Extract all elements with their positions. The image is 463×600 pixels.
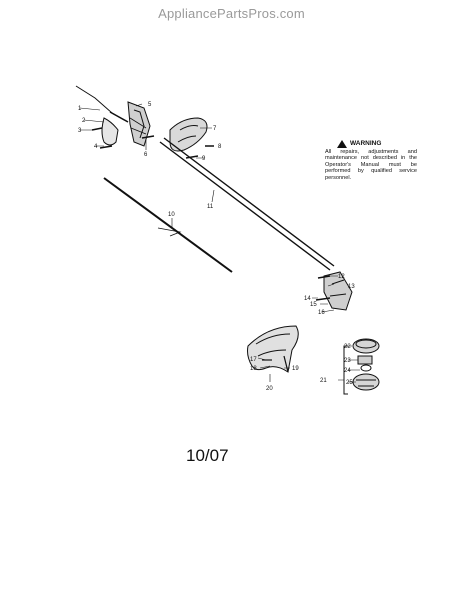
trimmer-head-base-25 — [352, 373, 380, 391]
callout-24: 24 — [344, 368, 351, 374]
callout-8: 8 — [218, 144, 222, 150]
callout-13: 13 — [348, 284, 355, 290]
flex-drive-cable — [103, 177, 233, 273]
warning-triangle-icon — [337, 140, 347, 148]
gearhead-bolt-12 — [317, 275, 331, 279]
callout-19: 19 — [292, 366, 299, 372]
callout-22: 22 — [344, 344, 351, 350]
warning-title: WARNING — [350, 139, 382, 147]
warning-notice: WARNING All repairs, adjustments and mai… — [325, 140, 417, 181]
callout-4: 4 — [94, 144, 98, 150]
throttle-cable-end — [109, 111, 129, 123]
callout-20: 20 — [266, 386, 273, 392]
callout-11: 11 — [207, 204, 214, 210]
callout-18: 18 — [250, 366, 257, 372]
callout-3: 3 — [78, 128, 82, 134]
callout-14: 14 — [304, 296, 311, 302]
callout-5: 5 — [148, 102, 152, 108]
handle-housing-left — [101, 117, 119, 146]
throttle-cable — [75, 85, 125, 121]
trimmer-spring-24 — [360, 364, 372, 372]
callout-21: 21 — [320, 378, 327, 384]
trimmer-spool-23 — [357, 355, 373, 365]
callout-12: 12 — [338, 274, 345, 280]
callout-6: 6 — [144, 152, 148, 158]
callout-10: 10 — [168, 212, 175, 218]
warning-text: All repairs, adjustments and maintenance… — [325, 149, 417, 181]
screw-4 — [99, 145, 113, 149]
watermark: AppliancePartsPros.com — [158, 6, 305, 21]
callout-25: 25 — [346, 380, 353, 386]
shield-blade-19 — [283, 355, 289, 373]
screw-6 — [141, 135, 155, 139]
callout-15: 15 — [310, 302, 317, 308]
callout-16: 16 — [318, 310, 325, 316]
callout-17: 17 — [250, 357, 257, 363]
callout-23: 23 — [344, 358, 351, 364]
date-code: 10/07 — [186, 446, 229, 465]
callout-1: 1 — [78, 106, 82, 112]
gearhead — [323, 271, 353, 311]
screw-3 — [91, 127, 103, 131]
drive-shaft-tube — [159, 141, 331, 271]
callout-7: 7 — [213, 126, 217, 132]
callout-2: 2 — [82, 118, 86, 124]
callout-9: 9 — [202, 156, 206, 162]
gearhead-bolt-14 — [315, 297, 331, 301]
trimmer-head-cap-22 — [352, 338, 380, 354]
bolt-9 — [185, 155, 199, 159]
